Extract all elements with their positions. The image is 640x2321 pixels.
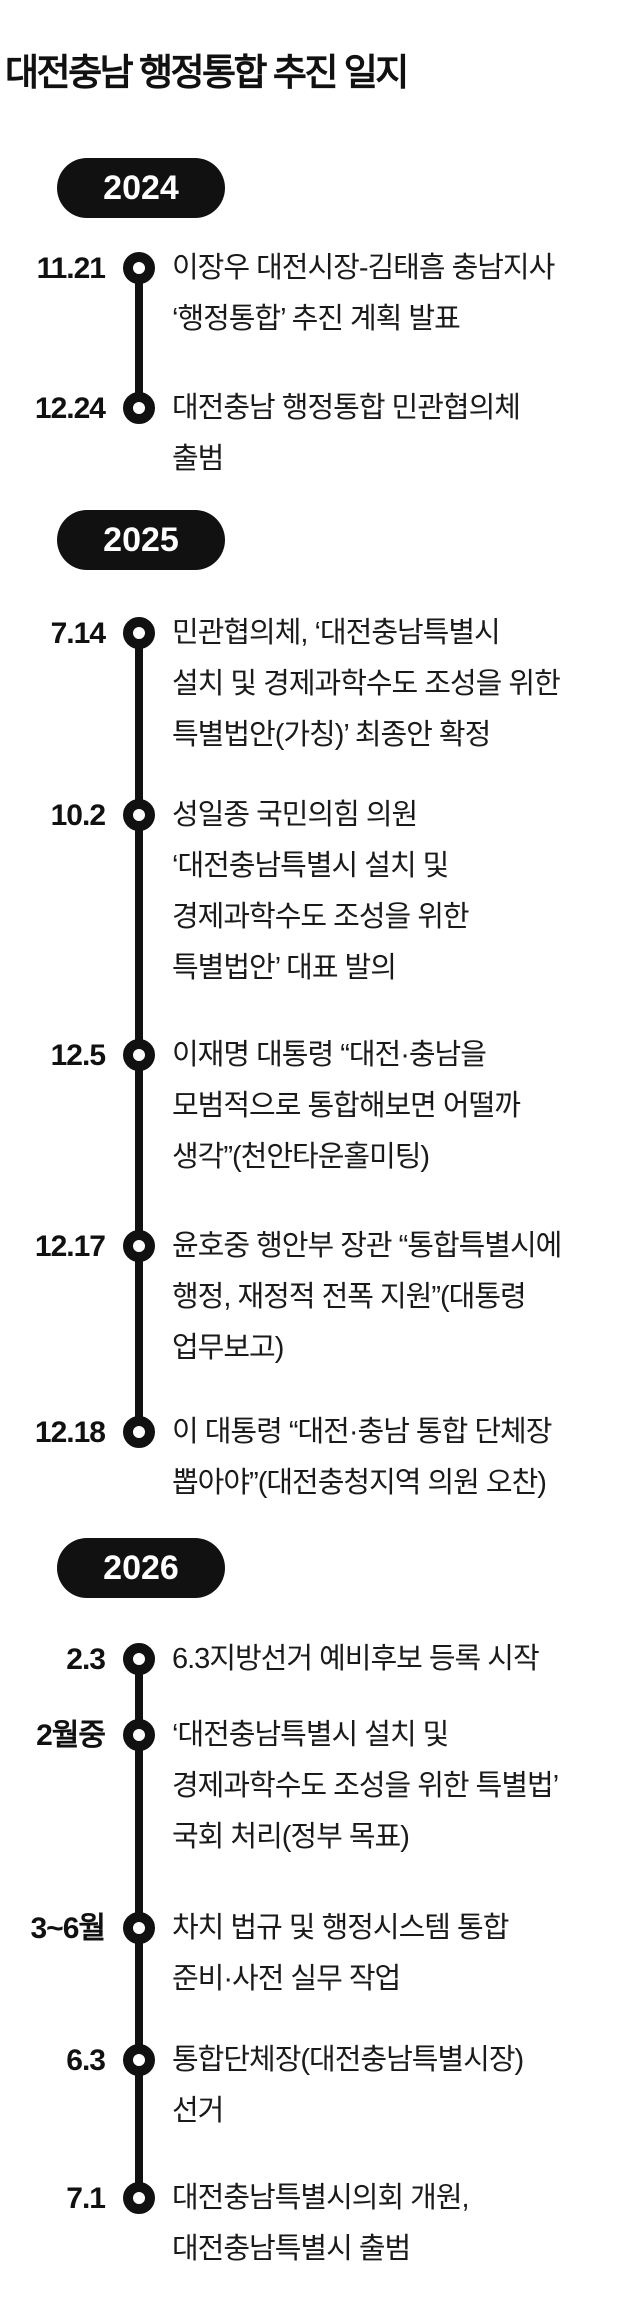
timeline-marker-icon [123, 1912, 155, 1944]
entry-text-line: 선거 [172, 2095, 224, 2127]
timeline-marker-icon [123, 1416, 155, 1448]
entry-text: 대전충남특별시의회 개원, 대전충남특별시 출범 [172, 2173, 637, 2275]
entry-text-line: 경제과학수도 조성을 위한 [172, 901, 470, 933]
entry-text: 윤호중 행안부 장관 “통합특별시에 행정, 재정적 전폭 지원”(대통령 업무… [172, 1221, 637, 1374]
year-badge-label: 2026 [103, 1548, 179, 1587]
entry-text: 성일종 국민의힘 의원 ‘대전충남특별시 설치 및 경제과학수도 조성을 위한 … [172, 790, 637, 994]
entry-text-line: 통합단체장(대전충남특별시장) [172, 2044, 524, 2076]
entry-text-line: 경제과학수도 조성을 위한 특별법’ [172, 1770, 559, 1802]
entry-text-line: 국회 처리(정부 목표) [172, 1821, 410, 1853]
entry-date: 3~6월 [30, 1912, 107, 1945]
entry-text-line: 뽑아야”(대전충청지역 의원 오찬) [172, 1467, 547, 1499]
entry-date: 7.1 [66, 2182, 106, 2215]
year-badge-label: 2024 [103, 168, 179, 207]
entry-text-line: 준비·사전 실무 작업 [172, 1963, 401, 1995]
timeline-marker-icon [123, 2044, 155, 2076]
entry-text-line: 행정, 재정적 전폭 지원”(대통령 [172, 1281, 527, 1313]
entry-date: 12.17 [34, 1230, 106, 1263]
entry-text-line: ‘대전충남특별시 설치 및 [172, 850, 449, 882]
timeline-marker-icon [123, 1719, 155, 1751]
year-badge-2024: 2024 [57, 158, 225, 218]
entry-text: ‘대전충남특별시 설치 및 경제과학수도 조성을 위한 특별법’ 국회 처리(정… [172, 1710, 637, 1863]
entry-date: 12.18 [34, 1416, 106, 1449]
entry-text: 민관협의체, ‘대전충남특별시 설치 및 경제과학수도 조성을 위한 특별법안(… [172, 608, 637, 761]
entry-text: 차치 법규 및 행정시스템 통합 준비·사전 실무 작업 [172, 1903, 637, 2005]
year-badge-2026: 2026 [57, 1538, 225, 1598]
entry-text-line: ‘대전충남특별시 설치 및 [172, 1719, 449, 1751]
entry-text-line: 대전충남특별시 출범 [172, 2233, 411, 2265]
entry-text-line: 설치 및 경제과학수도 조성을 위한 [172, 668, 561, 700]
entry-text-line: 성일종 국민의힘 의원 [172, 799, 418, 831]
entry-text-line: 특별법안’ 대표 발의 [172, 952, 397, 984]
entry-text-line: 민관협의체, ‘대전충남특별시 [172, 617, 501, 649]
entry-date: 11.21 [36, 252, 106, 285]
entry-text-line: 6.3지방선거 예비후보 등록 시작 [172, 1643, 540, 1675]
year-badge-2025: 2025 [57, 510, 225, 570]
timeline-marker-icon [123, 1643, 155, 1675]
entry-text: 통합단체장(대전충남특별시장) 선거 [172, 2035, 637, 2137]
entry-date: 7.14 [50, 617, 106, 650]
timeline-line [135, 633, 143, 1432]
timeline-marker-icon [123, 2182, 155, 2214]
entry-text-line: 이 대통령 “대전·충남 통합 단체장 [172, 1416, 552, 1448]
entry-text-line: 차치 법규 및 행정시스템 통합 [172, 1912, 509, 1944]
entry-text-line: 이재명 대통령 “대전·충남을 [172, 1039, 487, 1071]
entry-text-line: 이장우 대전시장-김태흠 충남지사 [172, 252, 555, 284]
entry-text-line: 모범적으로 통합해보면 어떨까 [172, 1090, 521, 1122]
timeline-marker-icon [123, 1039, 155, 1071]
entry-text: 대전충남 행정통합 민관협의체 출범 [172, 383, 637, 485]
entry-text-line: 특별법안(가칭)’ 최종안 확정 [172, 719, 491, 751]
entry-date: 2.3 [66, 1643, 106, 1676]
timeline-marker-icon [123, 799, 155, 831]
entry-text-line: 대전충남 행정통합 민관협의체 [172, 392, 521, 424]
entry-text-line: 업무보고) [172, 1332, 284, 1364]
entry-text: 이장우 대전시장-김태흠 충남지사 ‘행정통합’ 추진 계획 발표 [172, 243, 637, 345]
entry-date: 2월중 [36, 1719, 106, 1752]
entry-text-line: 윤호중 행안부 장관 “통합특별시에 [172, 1230, 562, 1262]
entry-text: 이 대통령 “대전·충남 통합 단체장 뽑아야”(대전충청지역 의원 오찬) [172, 1407, 637, 1509]
entry-text: 이재명 대통령 “대전·충남을 모범적으로 통합해보면 어떨까 생각”(천안타운… [172, 1030, 637, 1183]
entry-text-line: 생각”(천안타운홀미팅) [172, 1141, 430, 1173]
year-badge-label: 2025 [103, 520, 179, 559]
entry-text-line: 출범 [172, 443, 224, 475]
timeline-marker-icon [123, 1230, 155, 1262]
timeline-marker-icon [123, 392, 155, 424]
timeline-line [135, 268, 143, 408]
entry-text: 6.3지방선거 예비후보 등록 시작 [172, 1634, 637, 1685]
entry-text-line: ‘행정통합’ 추진 계획 발표 [172, 303, 461, 335]
entry-date: 12.5 [50, 1039, 106, 1072]
entry-date: 12.24 [34, 392, 106, 425]
page-title: 대전충남 행정통합 추진 일지 [5, 52, 409, 93]
timeline-marker-icon [123, 252, 155, 284]
timeline-marker-icon [123, 617, 155, 649]
entry-date: 10.2 [50, 799, 106, 832]
entry-text-line: 대전충남특별시의회 개원, [172, 2182, 470, 2214]
entry-date: 6.3 [66, 2044, 106, 2077]
